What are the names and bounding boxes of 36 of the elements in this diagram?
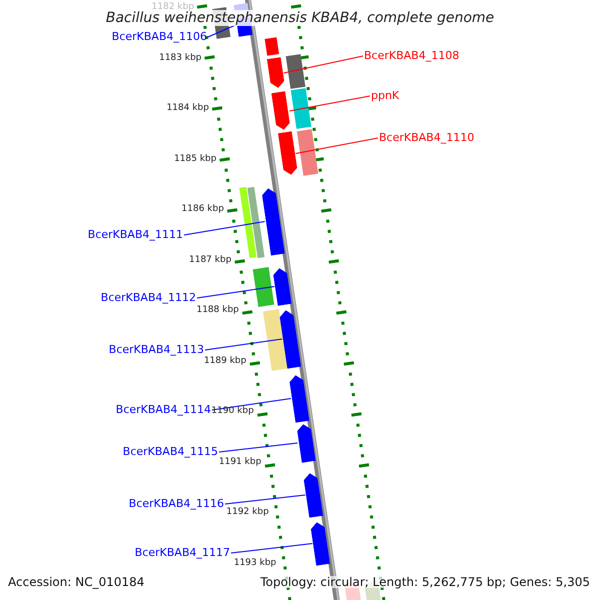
leader-line [295,138,378,154]
leader-line [283,56,364,74]
tick-label: 1183 kbp [159,54,202,62]
genome-info-text: Topology: circular; Length: 5,262,775 bp; Genes: 5,305 [260,576,590,588]
tick-label: 1190 kbp [211,407,254,416]
leader-line [218,442,298,452]
leader-line [208,24,236,38]
leader-line [184,221,266,236]
tick-label: 1185 kbp [174,154,216,164]
tick-label: 1182 kbp [152,3,194,12]
tick-label: 1191 kbp [218,458,262,466]
tick-label: 1188 kbp [196,306,239,315]
gene-label: BcerKBAB4_1111 [88,229,183,240]
tick-label: 1187 kbp [189,256,232,264]
accession-text: Accession: NC_010184 [8,576,144,588]
gene-label: BcerKBAB4_1113 [108,344,204,355]
gene-label: ppnK [371,90,400,101]
gene-label: BcerKBAB4_1114 [116,404,211,415]
gene-label: BcerKBAB4_1112 [100,292,196,303]
leader-line [288,96,370,112]
tick-label: 1193 kbp [234,558,276,568]
tick-label: 1184 kbp [166,104,209,113]
tick-label: 1189 kbp [204,356,246,366]
leader-line [196,286,275,298]
leader-line [212,398,292,410]
tick-label: 1186 kbp [182,205,224,214]
leader-line [224,494,306,504]
tick-label: 1192 kbp [226,508,269,517]
gene-label: BcerKBAB4_1108 [364,50,460,61]
gene-label: BcerKBAB4_1110 [379,132,474,143]
gene-label: BcerKBAB4_1116 [128,498,224,509]
gene-label: BcerKBAB4_1117 [134,547,230,558]
gene-label: BcerKBAB4_1106 [112,31,207,42]
gene-label: BcerKBAB4_1115 [122,446,218,457]
leader-line [230,543,313,554]
leader-line [204,338,283,350]
